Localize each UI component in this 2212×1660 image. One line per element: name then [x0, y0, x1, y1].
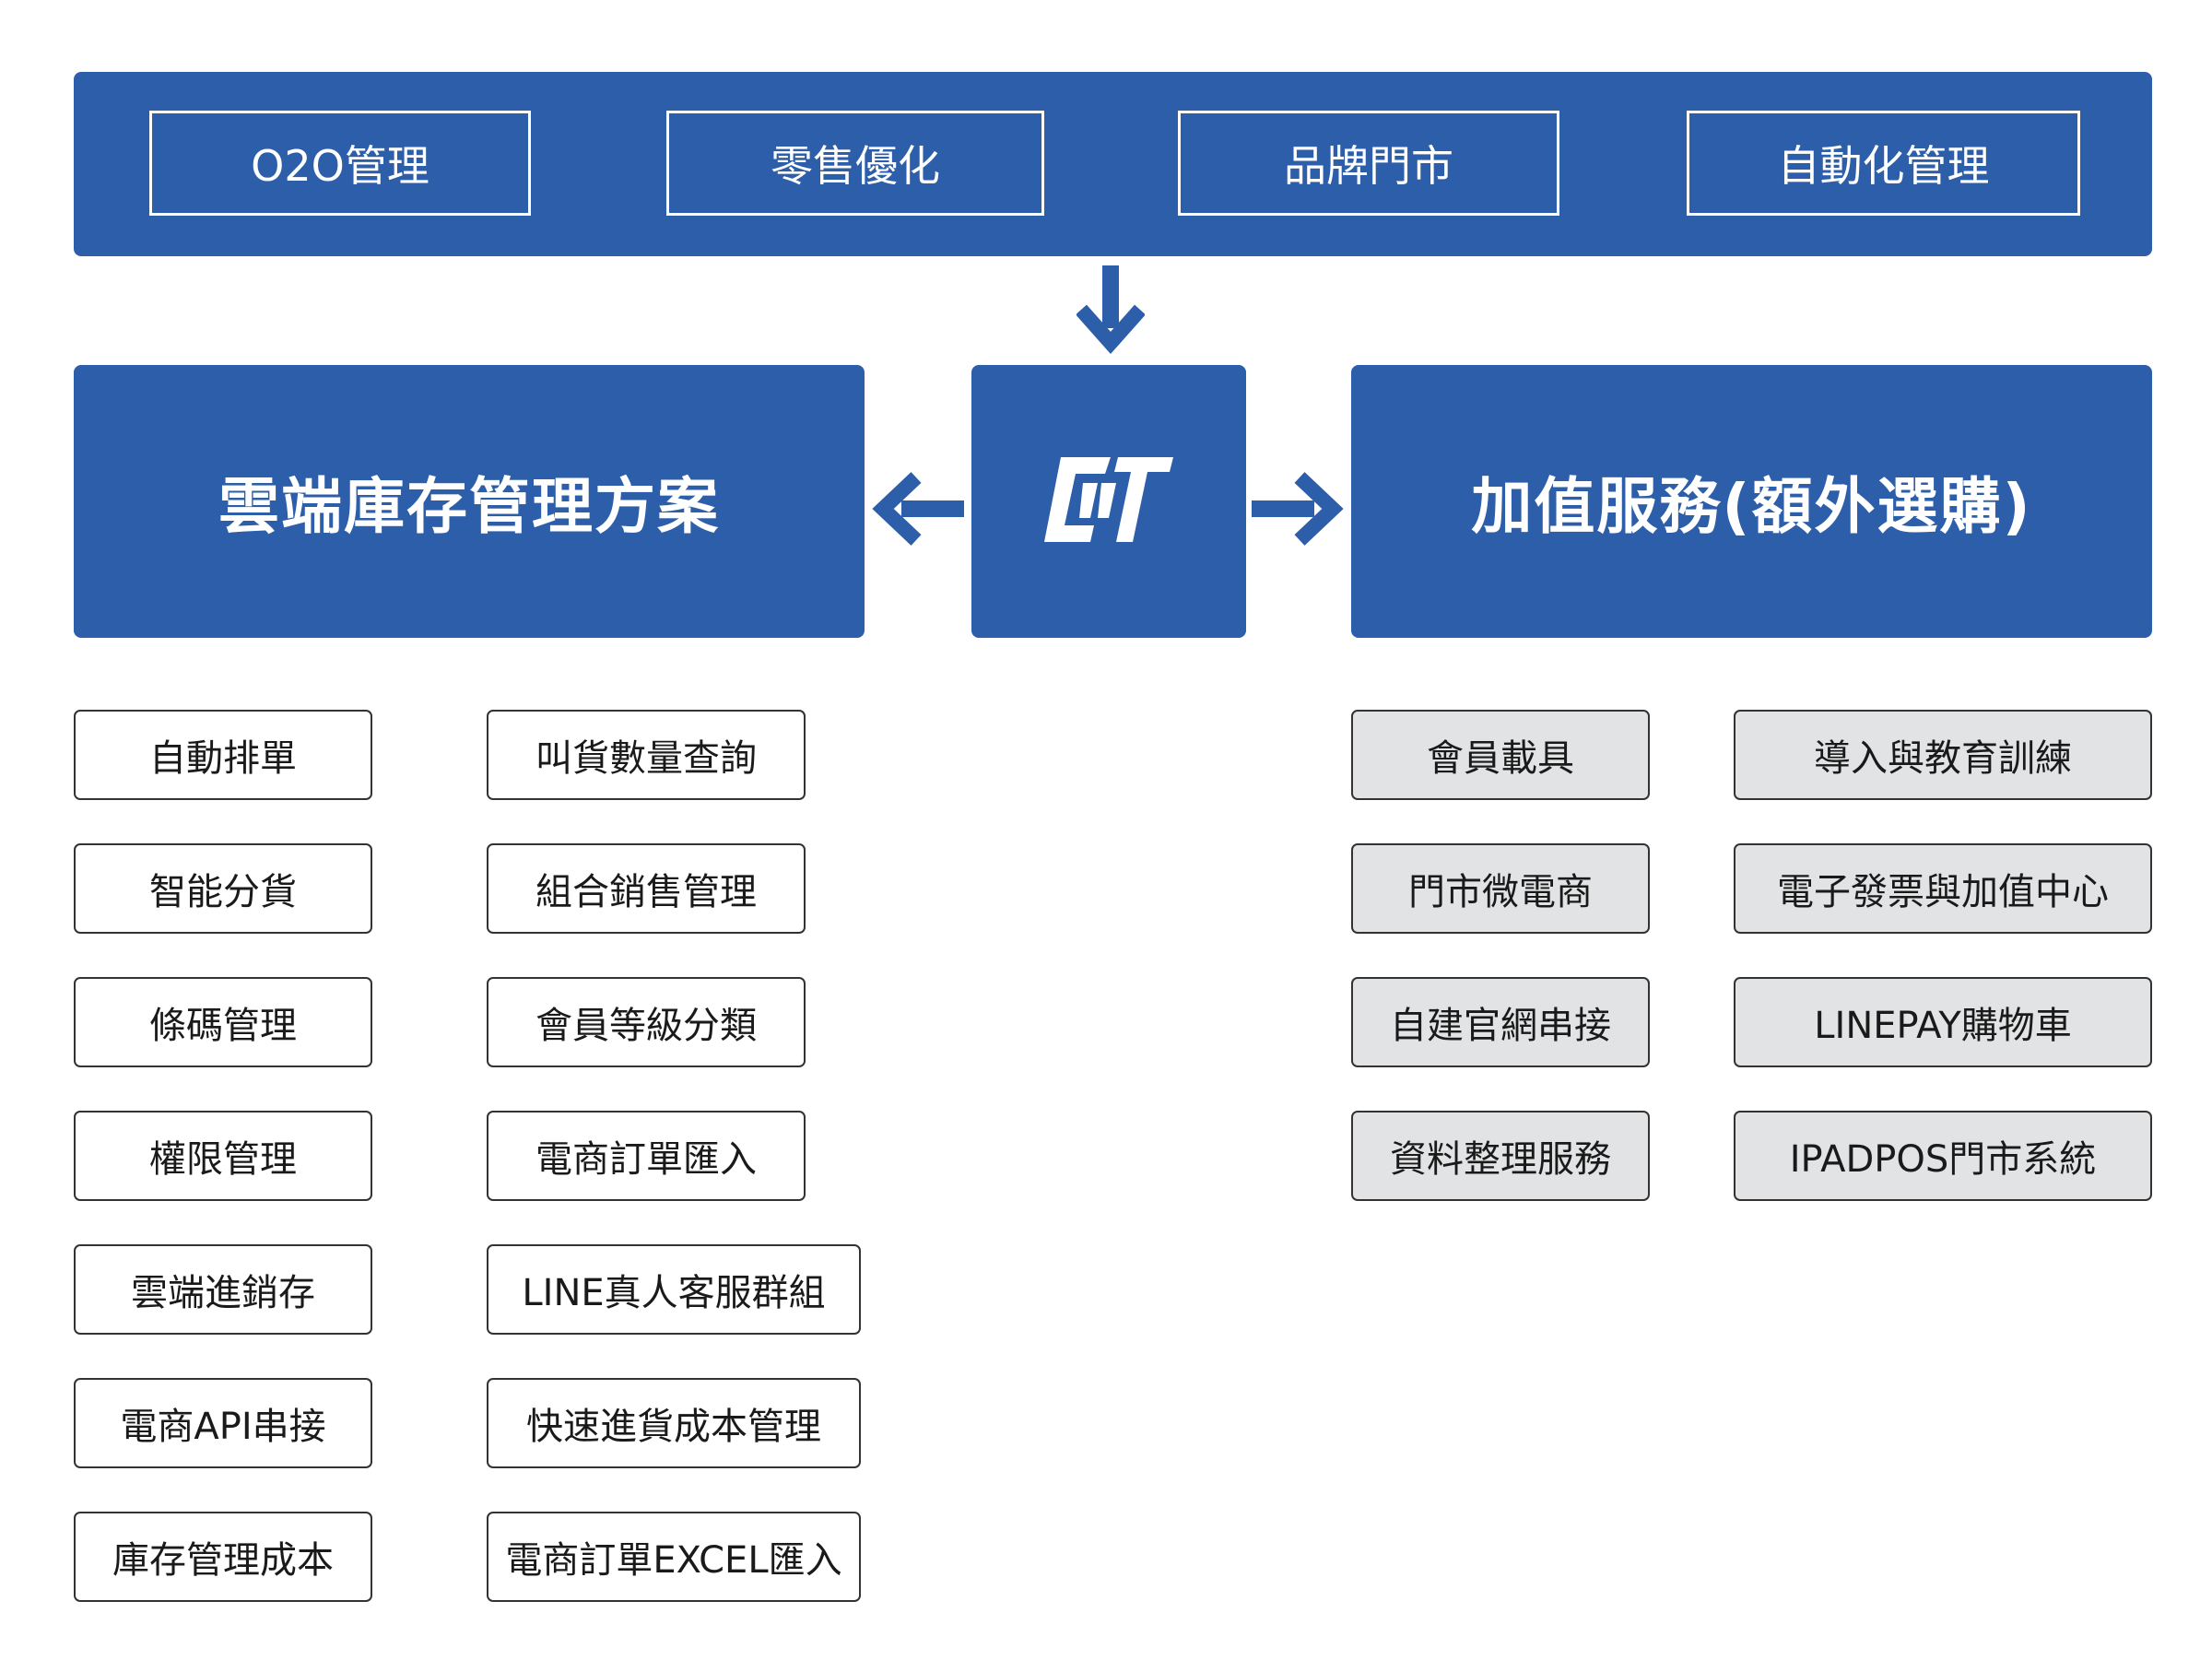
feature-order-quantity: 叫貨數量查詢 — [487, 710, 806, 800]
feature-ecommerce-import: 電商訂單匯入 — [487, 1111, 806, 1201]
service-linepay-cart: LINEPAY購物車 — [1734, 977, 2152, 1067]
service-member-carrier: 會員載具 — [1351, 710, 1650, 800]
service-micro-ecommerce: 門市微電商 — [1351, 843, 1650, 934]
left-panel-title: 雲端庫存管理方案 — [74, 365, 865, 638]
top-item-automation: 自動化管理 — [1687, 111, 2080, 216]
feature-member-tiers: 會員等級分類 — [487, 977, 806, 1067]
top-item-brand-store: 品牌門市 — [1178, 111, 1559, 216]
feature-barcode: 條碼管理 — [74, 977, 372, 1067]
feature-line-support: LINE真人客服群組 — [487, 1244, 861, 1335]
feature-bundle-sales: 組合銷售管理 — [487, 843, 806, 934]
right-panel-title: 加值服務(額外選購) — [1351, 365, 2152, 638]
service-website-integration: 自建官網串接 — [1351, 977, 1650, 1067]
feature-ecommerce-api: 電商API串接 — [74, 1378, 372, 1468]
feature-excel-import: 電商訂單EXCEL匯入 — [487, 1512, 861, 1602]
top-item-retail: 零售優化 — [666, 111, 1044, 216]
feature-permissions: 權限管理 — [74, 1111, 372, 1201]
feature-smart-distribution: 智能分貨 — [74, 843, 372, 934]
down-arrow-icon — [1077, 265, 1145, 355]
service-training: 導入與教育訓練 — [1734, 710, 2152, 800]
feature-inventory-cost: 庫存管理成本 — [74, 1512, 372, 1602]
left-arrow-icon — [872, 472, 964, 546]
service-ipad-pos: IPADPOS門市系統 — [1734, 1111, 2152, 1201]
right-arrow-icon — [1252, 472, 1344, 546]
service-e-invoice: 電子發票與加值中心 — [1734, 843, 2152, 934]
top-item-o2o: O2O管理 — [149, 111, 531, 216]
service-data-organizing: 資料整理服務 — [1351, 1111, 1650, 1201]
center-logo-panel — [971, 365, 1246, 638]
feature-cloud-inventory: 雲端進銷存 — [74, 1244, 372, 1335]
feature-auto-scheduling: 自動排單 — [74, 710, 372, 800]
top-banner: O2O管理 零售優化 品牌門市 自動化管理 — [74, 72, 2152, 256]
logo-icon — [1044, 457, 1173, 542]
feature-purchase-cost: 快速進貨成本管理 — [487, 1378, 861, 1468]
